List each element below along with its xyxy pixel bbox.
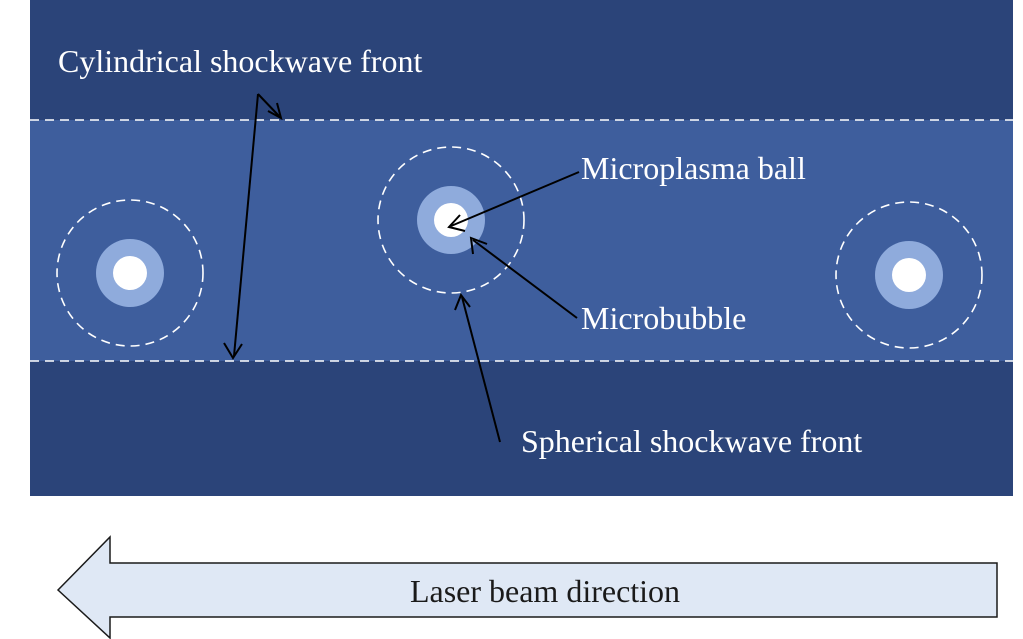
label-cylindrical-shockwave-front: Cylindrical shockwave front [58, 43, 422, 79]
pointer-spherical [454, 292, 501, 443]
event-left [56, 199, 204, 347]
pointer-cylindrical-top [257, 93, 283, 120]
spherical-front-left [56, 199, 204, 347]
laser-direction-arrow: Laser beam direction [56, 535, 998, 639]
microplasma-right [892, 258, 926, 292]
microplasma-center [434, 203, 468, 237]
pointer-microplasma [447, 171, 580, 232]
event-right [835, 201, 983, 349]
pointer-microbubble [469, 236, 578, 319]
microplasma-left [113, 256, 147, 290]
left-block-arrow-icon [56, 535, 998, 639]
label-microplasma-ball: Microplasma ball [581, 150, 806, 186]
label-laser-beam-direction: Laser beam direction [410, 573, 680, 609]
label-spherical-shockwave-front: Spherical shockwave front [521, 423, 862, 459]
spherical-front-center [377, 146, 525, 294]
event-center [377, 146, 525, 294]
pointer-cylindrical-bottom [223, 93, 259, 360]
label-microbubble: Microbubble [581, 300, 746, 336]
spherical-front-right [835, 201, 983, 349]
